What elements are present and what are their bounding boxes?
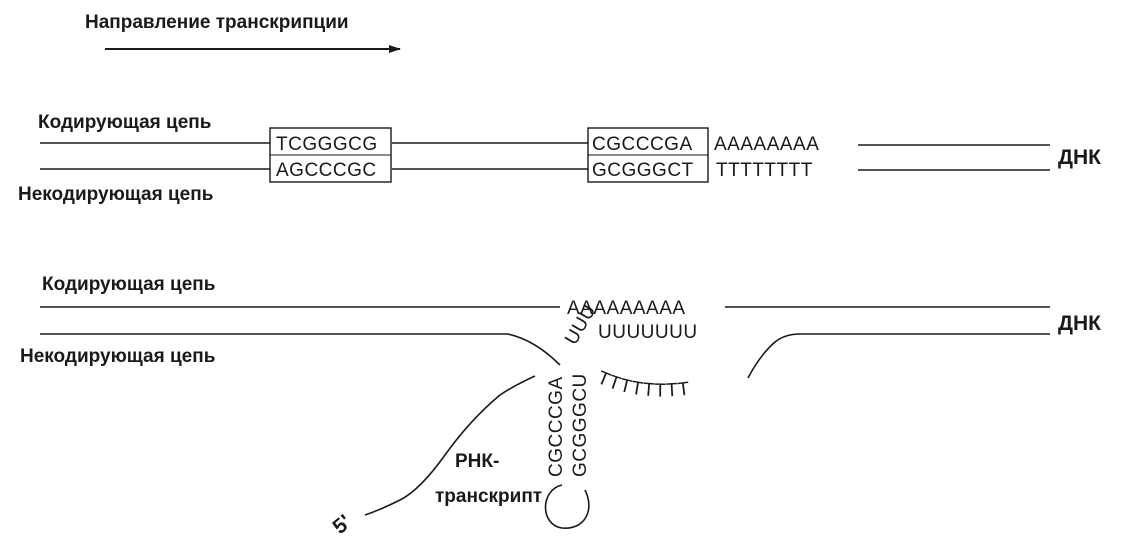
hairpin-loop xyxy=(544,484,590,529)
top-noncoding-label: Некодирующая цепь xyxy=(18,184,213,205)
stem-right-sequence: GCGGGCU xyxy=(570,373,591,477)
bottom-dna-label: ДНК xyxy=(1058,312,1101,335)
top-coding-label: Кодирующая цепь xyxy=(38,112,211,133)
bottom-noncoding-strand-left xyxy=(40,333,561,366)
box-1-top-sequence: TCGGGCG xyxy=(276,134,378,155)
top-polyT-sequence: TTTTTTTT xyxy=(716,160,813,181)
bottom-noncoding-strand-right xyxy=(747,333,1050,379)
stem-left-sequence: CGCCCGA xyxy=(546,376,567,477)
bottom-polyA-sequence: AAAAAAAAA xyxy=(567,298,686,319)
top-dna-label: ДНК xyxy=(1058,146,1101,169)
bottom-coding-label: Кодирующая цепь xyxy=(42,274,215,295)
direction-label: Направление транскрипции xyxy=(85,12,349,33)
box-1-bottom-sequence: AGCCCGC xyxy=(276,160,377,181)
rna-label-line1: РНК- xyxy=(455,451,499,472)
bottom-terminator-panel: Кодирующая цепь Некодирующая цепь AAAAAA… xyxy=(20,274,1101,539)
top-dna-panel: Кодирующая цепь Некодирующая цепь TCGGGC… xyxy=(18,112,1101,205)
rna-transcript-strand xyxy=(364,375,536,516)
box-2-top-sequence: CGCCCGA xyxy=(592,134,693,155)
rna-label-line2: транскрипт xyxy=(435,486,542,507)
bottom-polyU-sequence: UUUUUUU xyxy=(598,322,698,343)
bottom-polyT-sequence: TTTTTTTT xyxy=(594,367,691,401)
bottom-noncoding-label: Некодирующая цепь xyxy=(20,346,215,367)
five-prime-label: 5' xyxy=(328,510,356,538)
top-polyA-sequence: AAAAAAAA xyxy=(714,134,819,155)
box-2-bottom-sequence: GCGGGCT xyxy=(592,160,694,181)
